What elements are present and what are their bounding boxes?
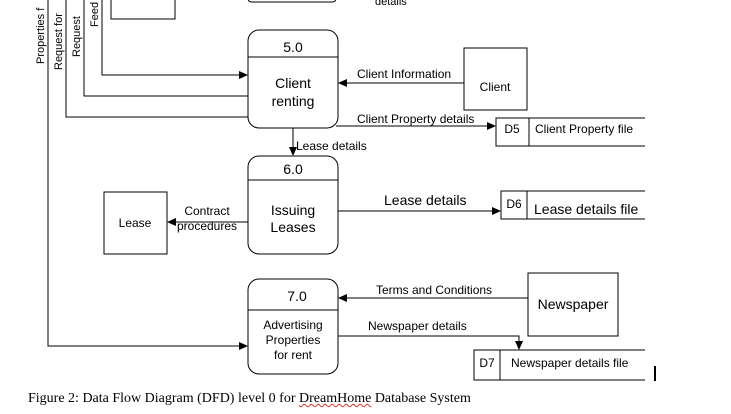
- cutoff-label-request-for: Request for: [53, 13, 65, 70]
- store-d6-id: D6: [506, 197, 522, 211]
- process-7-line2: Properties: [266, 333, 321, 347]
- flow-line-request-for: [65, 0, 250, 118]
- store-d5: D5 Client Property file: [495, 117, 645, 147]
- process-6-line2: Leases: [270, 219, 315, 235]
- dfd-diagram: details Properties f Request for Request…: [35, 0, 656, 381]
- flow-client-property-details-label: Client Property details: [357, 112, 474, 126]
- flow-newspaper-details: [338, 335, 523, 350]
- store-d5-name: Client Property file: [535, 122, 633, 136]
- store-d6-name: Lease details file: [534, 201, 639, 217]
- process-7-line3: for rent: [274, 348, 313, 362]
- entity-lease-label: Lease: [119, 216, 152, 230]
- entity-newspaper-label: Newspaper: [538, 296, 609, 312]
- process-7-advertising: 7.0 Advertising Properties for rent: [247, 278, 339, 375]
- process-6-id: 6.0: [283, 161, 303, 177]
- process-5-client-renting: 5.0 Client renting: [247, 29, 339, 129]
- caption-before: Figure 2: Data Flow Diagram (DFD) level …: [28, 391, 299, 406]
- store-d7-id: D7: [479, 356, 495, 370]
- cutoff-flow-label: details: [375, 0, 407, 8]
- cutoff-entity-box: [110, 0, 176, 20]
- store-d7-name: Newspaper details file: [511, 356, 629, 370]
- process-7-line1: Advertising: [263, 318, 322, 332]
- flow-contract-label-1: Contract: [184, 204, 230, 218]
- process-5-line1: Client: [275, 75, 311, 91]
- process-7-id: 7.0: [287, 288, 307, 304]
- entity-newspaper: Newspaper: [527, 272, 619, 337]
- flow-contract-label-2: procedures: [177, 219, 237, 233]
- flow-terms-conditions-label: Terms and Conditions: [376, 283, 492, 297]
- flow-line-feed: [101, 0, 248, 79]
- entity-client-label: Client: [480, 80, 511, 94]
- cutoff-label-properties: Properties f: [35, 7, 47, 64]
- process-6-issuing-leases: 6.0 Issuing Leases: [247, 155, 339, 255]
- cutoff-process-bottom: [247, 0, 337, 3]
- cutoff-label-request: Request: [71, 16, 83, 57]
- flow-newspaper-details-label: Newspaper details: [368, 319, 467, 333]
- figure-caption: Figure 2: Data Flow Diagram (DFD) level …: [28, 391, 471, 407]
- flow-line-request: [83, 0, 248, 97]
- store-d5-id: D5: [504, 122, 520, 136]
- process-5-id: 5.0: [283, 39, 303, 55]
- process-6-line1: Issuing: [271, 202, 315, 218]
- store-d7: D7 Newspaper details file: [473, 349, 645, 381]
- flow-client-information-label: Client Information: [357, 67, 451, 81]
- process-5-line2: renting: [272, 93, 315, 109]
- caption-brand: DreamHome: [299, 391, 372, 406]
- flow-lease-details-down-label: Lease details: [296, 139, 367, 153]
- caption-after: Database System: [371, 391, 471, 406]
- flow-line-properties: [47, 0, 248, 350]
- entity-lease: Lease: [103, 191, 168, 255]
- entity-client: Client: [463, 47, 528, 111]
- cutoff-label-feed: Feed: [89, 2, 101, 27]
- flow-lease-details-store-label: Lease details: [384, 192, 467, 208]
- store-d6: D6 Lease details file: [500, 190, 645, 220]
